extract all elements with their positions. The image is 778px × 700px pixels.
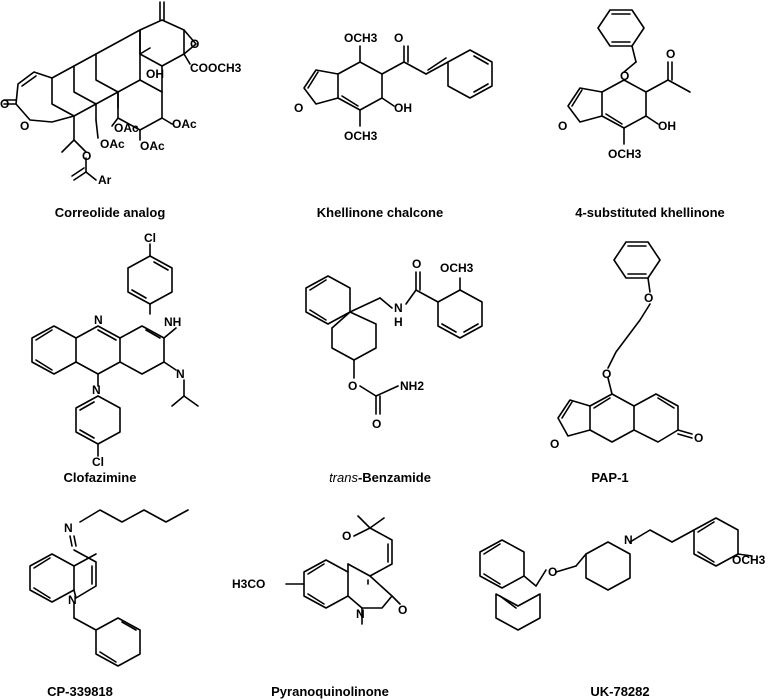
structure-correolide-analog: O O O OH COOCH3 OAc OAc OAc OAc O Ar Cor… (0, 0, 260, 220)
uk-78282-drawing: O N OCH3 (479, 517, 766, 631)
label-cl-top: Cl (144, 231, 156, 245)
structure-khellinone-chalcone: OCH3 O O OH OCH3 Khellinone chalcone (280, 0, 510, 225)
label-h3co: H3CO (232, 577, 265, 591)
label-oh: OH (394, 101, 412, 115)
structure-uk-78282: O N OCH3 UK-78282 (460, 500, 778, 700)
label-ketone-o: O (394, 31, 403, 45)
label-lactone-carbonyl-o: O (0, 97, 9, 111)
label-carbamate-o: O (348, 379, 357, 393)
label-och3: OCH3 (732, 553, 766, 567)
label-oac-2: OAc (140, 139, 165, 153)
label-cooch3: COOCH3 (190, 61, 242, 75)
label-oh: OH (658, 119, 676, 133)
structure-cp-339818: N N CP-339818 (0, 500, 260, 700)
structure-4-substituted-khellinone: O O O OH OCH3 4-substituted khellinone (540, 0, 778, 225)
caption-4-substituted-khellinone: 4-substituted khellinone (575, 205, 725, 220)
trans-benzamide-drawing: OCH3 O N H O NH2 O (305, 257, 483, 431)
structure-trans-benzamide: OCH3 O N H O NH2 O trans-Benzamide (280, 228, 510, 488)
caption-khellinone-chalcone: Khellinone chalcone (316, 205, 444, 220)
label-aryl-ether-o: O (602, 367, 611, 381)
caption-correolide-analog: Correolide analog (54, 205, 166, 220)
label-ring-n: N (68, 593, 77, 607)
label-n-imine: N (176, 367, 185, 381)
caption-pyranoquinolinone: Pyranoquinolinone (271, 684, 389, 699)
pyranoquinolinone-drawing: O H3CO N O (232, 515, 407, 625)
label-furan-o: O (558, 119, 567, 133)
cp-339818-drawing: N N (29, 509, 189, 667)
label-phenoxy-o: O (644, 291, 653, 305)
label-acetyl-o: O (666, 47, 675, 61)
label-lactone-ring-o: O (20, 119, 29, 133)
caption-clofazimine: Clofazimine (63, 470, 137, 485)
label-ar: Ar (98, 173, 112, 187)
label-oac-3: OAc (114, 121, 139, 135)
4-substituted-khellinone-drawing: O O O OH OCH3 (558, 9, 691, 161)
label-nh: NH (164, 315, 181, 329)
correolide-analog-drawing: O O O OH COOCH3 OAc OAc OAc OAc O Ar (0, 1, 242, 187)
label-furan-o: O (550, 437, 559, 451)
caption-suffix: -Benzamide (357, 470, 431, 485)
caption-cp-339818: CP-339818 (47, 684, 113, 699)
caption-trans-benzamide: trans-Benzamide (290, 470, 470, 485)
pap-1-drawing: O O O O (550, 241, 703, 451)
structure-pyranoquinolinone: O H3CO N O Pyranoquinolinone (230, 500, 460, 700)
caption-uk-78282: UK-78282 (590, 684, 650, 699)
label-cl-bottom: Cl (92, 455, 104, 469)
caption-pap-1: PAP-1 (591, 470, 629, 485)
clofazimine-drawing: Cl NH N N N Cl (31, 231, 199, 469)
label-och3: OCH3 (440, 261, 474, 275)
label-n-bottom: N (92, 383, 101, 397)
label-lactone-o: O (694, 431, 703, 445)
label-och3-bottom: OCH3 (344, 129, 378, 143)
label-nh2: NH2 (400, 379, 424, 393)
label-oac-1: OAc (172, 117, 197, 131)
label-carbonyl-o: O (372, 417, 381, 431)
label-furan-o: O (294, 101, 303, 115)
label-pyran-o: O (342, 529, 351, 543)
khellinone-chalcone-drawing: OCH3 O O OH OCH3 (294, 31, 493, 143)
label-ether-o: O (548, 565, 557, 579)
label-epoxide-o: O (190, 37, 199, 51)
label-oac-4: OAc (100, 137, 125, 151)
label-piperidine-n: N (624, 533, 633, 547)
label-carbonyl-o: O (398, 603, 407, 617)
label-imine-n: N (64, 521, 73, 535)
label-amide-o: O (412, 257, 421, 271)
label-amide-h: H (394, 315, 403, 329)
label-n-top: N (94, 313, 103, 327)
structure-clofazimine: Cl NH N N N Cl Clofazimine (0, 228, 260, 488)
label-amide-n: N (394, 301, 403, 315)
label-ring-n: N (356, 607, 365, 621)
label-och3: OCH3 (608, 147, 642, 161)
label-oh: OH (146, 67, 164, 81)
label-ester-o: O (82, 149, 91, 163)
structure-pap-1: O O O O PAP-1 (540, 228, 778, 488)
label-benzyl-o: O (620, 69, 629, 83)
label-och3-top: OCH3 (344, 31, 378, 45)
caption-prefix: trans (329, 470, 358, 485)
